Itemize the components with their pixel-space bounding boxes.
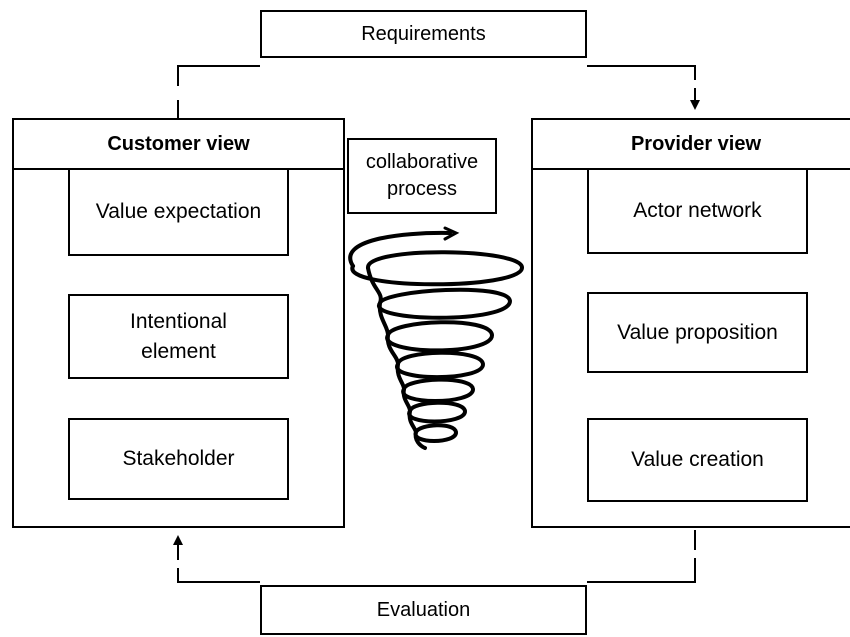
provider-view-header: Provider view xyxy=(531,118,850,170)
value-creation-label: Value creation xyxy=(631,448,764,472)
value-proposition-label: Value proposition xyxy=(617,320,778,344)
requirements-to-provider-arrow xyxy=(587,65,695,108)
provider-view-title: Provider view xyxy=(630,133,762,155)
evaluation-label: Evaluation xyxy=(376,599,471,621)
value-expectation-label: Value expectation xyxy=(95,200,262,224)
requirements-box: Requirements xyxy=(260,10,587,58)
actor-network-box: Actor network xyxy=(587,168,808,254)
collaborative-process-box: collaborative process xyxy=(347,138,497,214)
collaborative-process-label: collaborative process xyxy=(365,151,479,200)
evaluation-box: Evaluation xyxy=(260,585,587,635)
value-expectation-box: Value expectation xyxy=(68,168,289,256)
customer-view-title: Customer view xyxy=(107,133,250,155)
actor-network-label: Actor network xyxy=(633,199,762,223)
value-creation-box: Value creation xyxy=(587,418,808,502)
intentional-element-label: Intentional element xyxy=(130,310,227,363)
stakeholder-label: Stakeholder xyxy=(122,447,235,471)
value-proposition-box: Value proposition xyxy=(587,292,808,373)
provider-to-evaluation-connector xyxy=(587,530,696,583)
requirements-label: Requirements xyxy=(361,23,486,45)
requirements-loop-connector xyxy=(177,65,260,118)
evaluation-to-customer-arrow xyxy=(178,537,260,583)
intentional-element-box: Intentional element xyxy=(68,294,289,379)
customer-view-header: Customer view xyxy=(12,118,345,170)
stakeholder-box: Stakeholder xyxy=(68,418,289,500)
spiral-icon xyxy=(348,226,524,450)
